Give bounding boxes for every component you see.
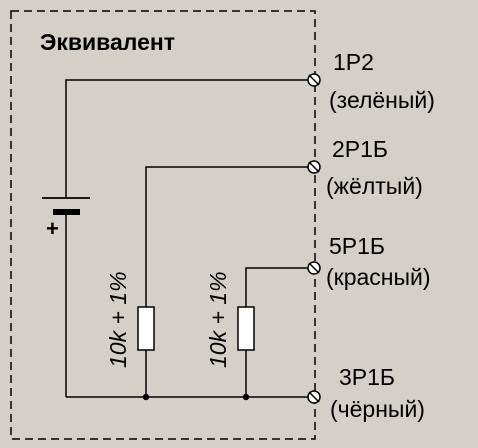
resistor-2 — [237, 306, 255, 351]
terminal-1-pin: 1Р2 — [333, 49, 374, 75]
resistor-1 — [137, 306, 155, 351]
resistor-1-label: 10k + 1% — [105, 271, 131, 368]
resistor-branch-2: 10k + 1% — [205, 267, 310, 397]
terminal-4-pin: 3Р1Б — [339, 364, 395, 390]
junction-dot-2 — [242, 393, 250, 401]
terminal-2-color: (жёлтый) — [326, 173, 423, 199]
terminal-4: 3Р1Б (чёрный) — [307, 364, 425, 422]
terminal-2: 2Р1Б (жёлтый) — [307, 136, 423, 199]
resistor-2-label: 10k + 1% — [205, 271, 231, 368]
terminal-1-slot — [308, 74, 320, 86]
terminal-3-color: (красный) — [326, 264, 431, 290]
terminal-1: 1Р2 (зелёный) — [307, 49, 435, 113]
battery-top-wire — [65, 79, 310, 198]
r2-top-wire — [245, 267, 310, 307]
terminal-2-slot — [308, 161, 320, 173]
terminal-2-pin: 2Р1Б — [332, 136, 388, 162]
battery-plus-label: + — [46, 216, 59, 241]
terminal-3: 5Р1Б (красный) — [307, 233, 431, 290]
terminal-3-slot — [308, 262, 320, 274]
terminal-1-color: (зелёный) — [329, 87, 435, 113]
junction-dot-1 — [142, 393, 150, 401]
equivalent-enclosure — [10, 10, 316, 440]
terminal-3-pin: 5Р1Б — [329, 233, 385, 259]
r1-top-wire — [145, 166, 310, 307]
battery-branch: + — [42, 79, 310, 397]
terminal-4-color: (чёрный) — [330, 396, 425, 422]
terminal-4-slot — [308, 391, 320, 403]
diagram-title: Эквивалент — [40, 29, 175, 55]
resistor-branch-1: 10k + 1% — [105, 166, 310, 397]
